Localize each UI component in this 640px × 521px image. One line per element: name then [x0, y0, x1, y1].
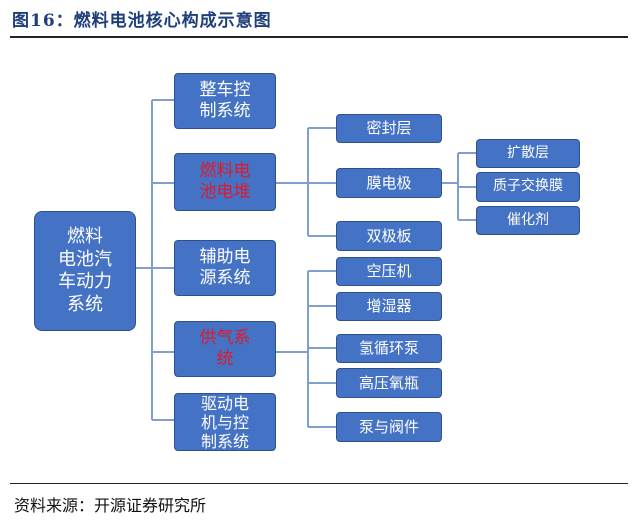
node-bipolar-plate-label: 双极板: [366, 226, 412, 245]
node-drive-motor: 驱动电 机与控 制系统: [174, 393, 276, 451]
connector-gas-parts: [276, 270, 336, 428]
node-proton-exchange-membrane: 质子交换膜: [476, 172, 580, 202]
node-seal-layer: 密封层: [336, 114, 442, 143]
node-bipolar-plate: 双极板: [336, 221, 442, 251]
node-vehicle-control-label: 整车控 制系统: [199, 79, 251, 121]
node-humidifier-label: 增湿器: [366, 297, 412, 316]
node-vehicle-control: 整车控 制系统: [174, 73, 276, 129]
node-hydrogen-pump-label: 氢循环泵: [358, 339, 419, 358]
node-diffusion-layer-label: 扩散层: [507, 144, 549, 161]
node-auxiliary-power-label: 辅助电 源系统: [199, 246, 251, 288]
source-rule: [10, 483, 628, 484]
node-fuel-cell-stack: 燃料电 池电堆: [174, 153, 276, 211]
node-high-pressure-bottle-label: 高压氧瓶: [358, 373, 419, 392]
node-auxiliary-power: 辅助电 源系统: [174, 240, 276, 296]
node-diffusion-layer: 扩散层: [476, 139, 580, 168]
node-pump-valves: 泵与阀件: [336, 412, 442, 442]
node-gas-supply: 供气系 统: [174, 321, 276, 377]
node-hydrogen-pump: 氢循环泵: [336, 334, 442, 363]
connector-mea-parts: [442, 152, 476, 221]
node-mea: 膜电极: [336, 168, 442, 198]
node-high-pressure-bottle: 高压氧瓶: [336, 368, 442, 398]
node-root: 燃料 电池汽 车动力 系统: [34, 211, 136, 331]
source-note: 资料来源：开源证券研究所: [14, 496, 207, 515]
node-catalyst-label: 催化剂: [507, 211, 549, 228]
node-root-label: 燃料 电池汽 车动力 系统: [58, 226, 112, 315]
figure-title: 图16：燃料电池核心构成示意图: [12, 11, 272, 31]
node-proton-exchange-membrane-label: 质子交换膜: [493, 178, 563, 195]
node-pump-valves-label: 泵与阀件: [358, 417, 419, 436]
node-gas-supply-label: 供气系 统: [199, 327, 251, 369]
node-humidifier: 增湿器: [336, 292, 442, 321]
node-drive-motor-label: 驱动电 机与控 制系统: [200, 394, 249, 451]
node-mea-label: 膜电极: [366, 173, 412, 192]
connector-root-l1: [136, 99, 174, 421]
node-fuel-cell-stack-label: 燃料电 池电堆: [199, 160, 251, 202]
node-catalyst: 催化剂: [476, 206, 580, 235]
node-air-compressor-label: 空压机: [366, 262, 412, 281]
connector-stack-parts: [276, 127, 336, 237]
title-rule: [10, 36, 628, 38]
node-air-compressor: 空压机: [336, 257, 442, 286]
node-seal-layer-label: 密封层: [366, 119, 412, 138]
